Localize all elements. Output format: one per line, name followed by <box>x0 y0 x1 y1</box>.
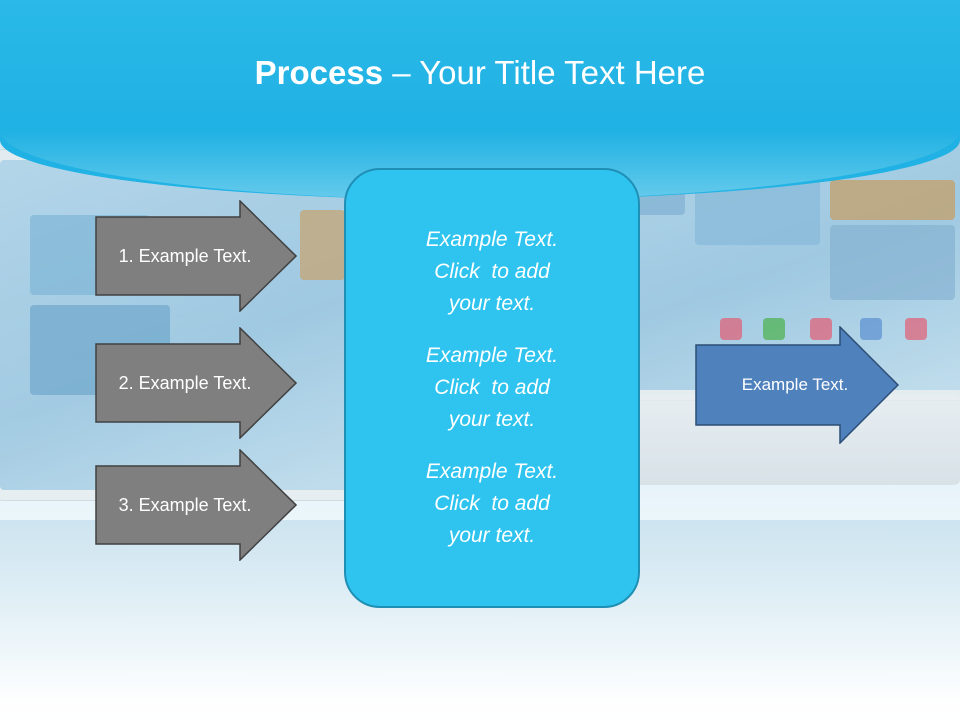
app-icon-image <box>860 318 882 340</box>
app-icon-image <box>810 318 832 340</box>
photo-tile-image <box>830 180 955 220</box>
step-arrow-1[interactable]: 1. Example Text. <box>95 200 297 312</box>
slide-title[interactable]: Process – Your Title Text Here <box>0 54 960 92</box>
app-icon-image <box>905 318 927 340</box>
step-arrow-3[interactable]: 3. Example Text. <box>95 449 297 561</box>
paragraph-line: your text. <box>448 408 536 431</box>
gallery-tile-image <box>300 210 345 280</box>
paragraph-line: Example Text. <box>425 344 559 367</box>
title-rest: – Your Title Text Here <box>383 54 706 91</box>
paragraph-line: Click to add <box>434 260 550 283</box>
arrow-shape-icon <box>95 327 297 439</box>
paragraph-line: your text. <box>448 524 536 547</box>
arrow-shape-icon <box>695 326 899 444</box>
messages-tile-image <box>830 225 955 300</box>
arrow-shape-icon <box>95 449 297 561</box>
step-arrow-label: 1. Example Text. <box>118 245 252 266</box>
paragraph-line: Click to add <box>434 492 550 515</box>
paragraph-line: Example Text. <box>425 460 559 483</box>
step-arrow-label: 3. Example Text. <box>118 494 252 515</box>
app-icon-image <box>763 318 785 340</box>
result-arrow-label: Example Text. <box>741 375 849 394</box>
result-arrow[interactable]: Example Text. <box>695 326 899 444</box>
step-arrow-2[interactable]: 2. Example Text. <box>95 327 297 439</box>
title-bold: Process <box>254 54 384 91</box>
paragraph-line: Example Text. <box>425 228 559 251</box>
center-text-box[interactable]: Example Text. Click to add your text. Ex… <box>344 168 640 608</box>
paragraph-line: your text. <box>448 292 536 315</box>
center-paragraph: Example Text. Click to add your text. <box>372 224 612 320</box>
step-arrow-label: 2. Example Text. <box>118 372 252 393</box>
paragraph-line: Click to add <box>434 376 550 399</box>
app-icon-image <box>720 318 742 340</box>
center-paragraph: Example Text. Click to add your text. <box>372 456 612 552</box>
arrow-shape-icon <box>95 200 297 312</box>
center-paragraph: Example Text. Click to add your text. <box>372 340 612 436</box>
